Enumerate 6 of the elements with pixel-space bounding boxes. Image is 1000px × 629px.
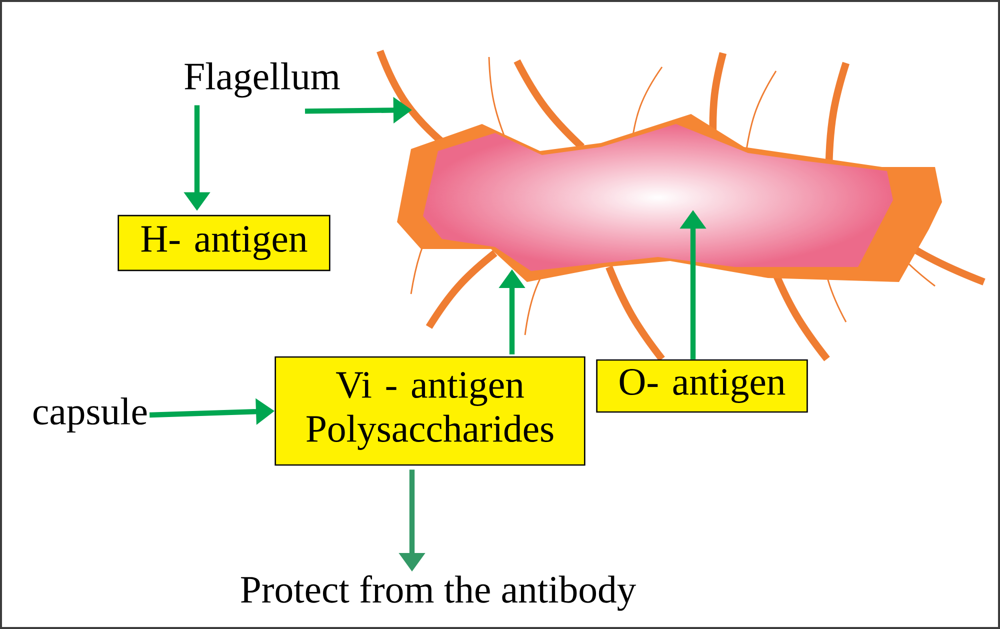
label-text: capsule [34, 397, 147, 433]
label-box: O- antigen [596, 359, 808, 413]
label-text: Flagellum [184, 62, 340, 98]
label-box: H- antigen [118, 214, 330, 272]
label-text: Protect from the antibody [241, 575, 636, 611]
label-box: Vi - antigen Polysaccharides [274, 356, 586, 466]
